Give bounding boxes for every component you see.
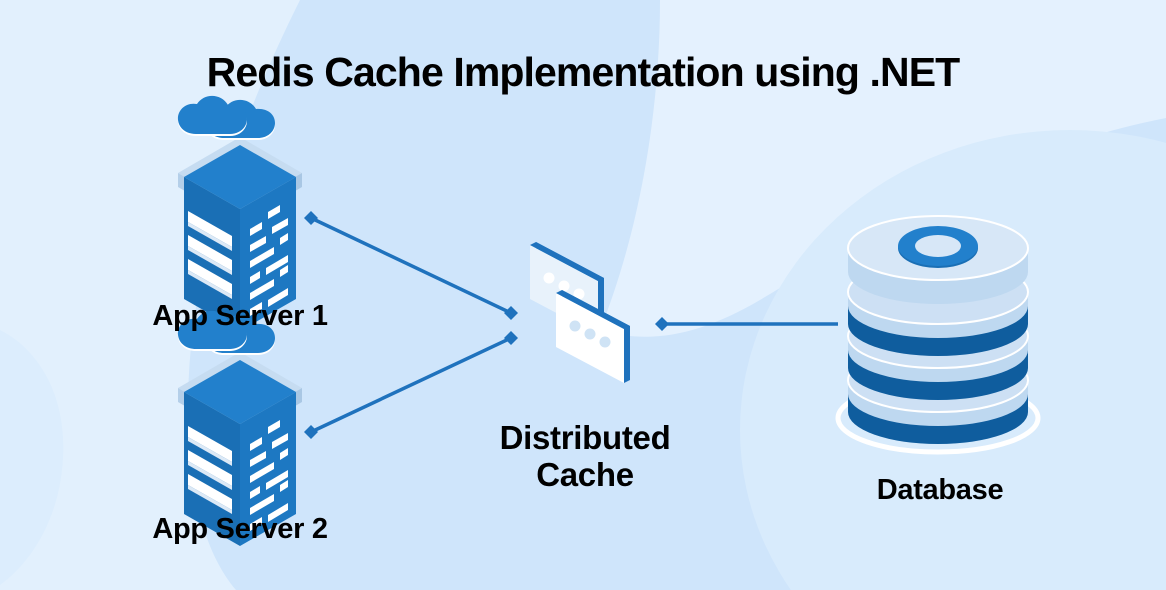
connector-line: [310, 216, 512, 315]
node-label-app-server-2: App Server 2: [152, 513, 328, 545]
background-blob-topright: [600, 0, 1166, 337]
page-title: Redis Cache Implementation using .NET: [206, 49, 961, 95]
connector-start-diamond-icon: [304, 425, 318, 439]
connector-line: [310, 336, 512, 434]
connector-start-diamond-icon: [304, 211, 318, 225]
connector-end-diamond-icon: [504, 306, 518, 320]
node-label-database: Database: [876, 474, 1004, 506]
node-label-app-server-1: App Server 1: [152, 300, 328, 332]
connector-app-server-2-to-cache: [304, 331, 518, 439]
server-cloud-icon-app-server-1[interactable]: [177, 95, 302, 331]
connector-app-server-1-to-cache: [304, 211, 518, 320]
database-cylinder-icon[interactable]: [838, 216, 1038, 452]
connector-end-diamond-icon: [504, 331, 518, 345]
connector-cache-to-database: [655, 317, 838, 331]
server-cloud-icon-app-server-2[interactable]: [177, 310, 302, 546]
connector-start-diamond-icon: [655, 317, 669, 331]
background-curl-left: [0, 330, 64, 585]
cache-cards-icon[interactable]: [530, 242, 630, 383]
node-label-distributed-cache: Distributed Cache: [499, 419, 671, 493]
